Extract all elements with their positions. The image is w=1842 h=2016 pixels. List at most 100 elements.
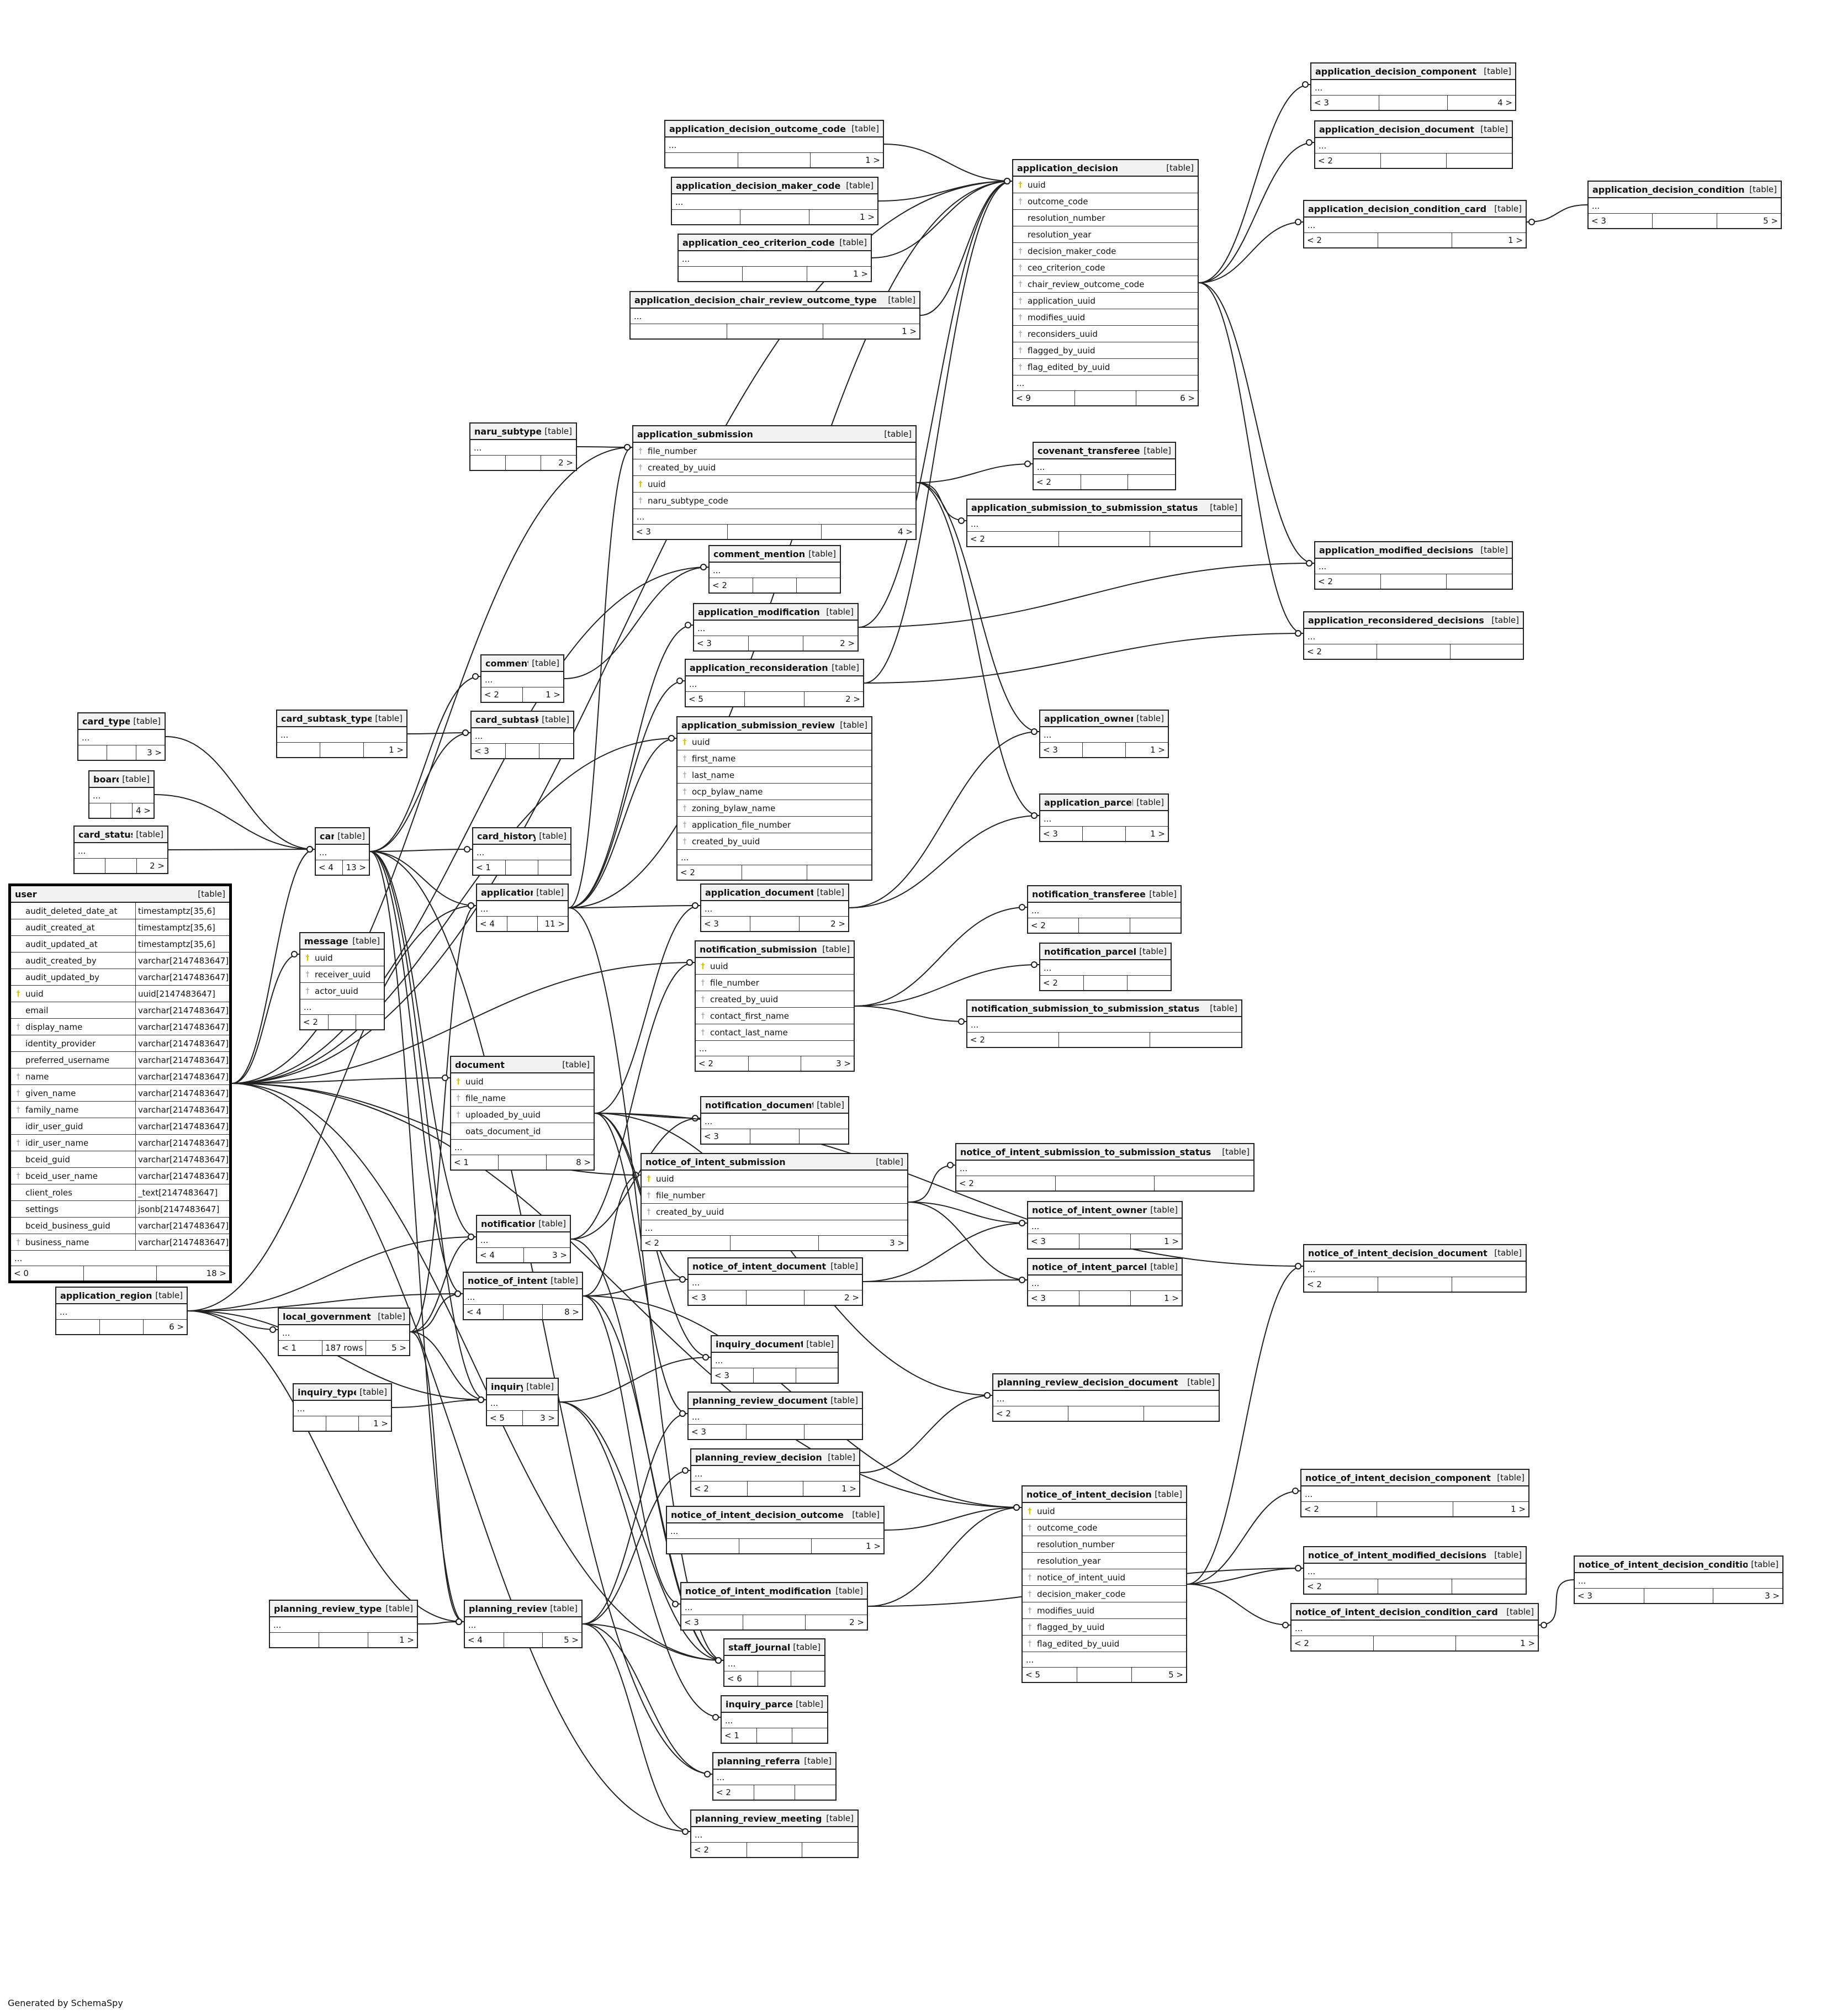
table-comment-mention[interactable]: comment_mention[table]...< 2	[708, 545, 841, 594]
table-name[interactable]: card_type	[82, 716, 130, 727]
children-count[interactable]: 1 >	[399, 1635, 414, 1645]
table-name[interactable]: application_decision_outcome_code	[669, 123, 846, 134]
children-count[interactable]: 2 >	[845, 694, 860, 704]
table-name[interactable]: planning_review_type	[274, 1603, 382, 1614]
parents-count[interactable]	[75, 859, 106, 873]
parents-count[interactable]: < 2	[993, 1406, 1069, 1421]
table-card-subtask-type[interactable]: card_subtask_type[table]...1 >	[276, 710, 407, 758]
row-count[interactable]	[1084, 976, 1128, 990]
children-count[interactable]: 1 >	[389, 745, 404, 755]
children-count[interactable]	[1451, 644, 1523, 659]
parents-count[interactable]	[679, 267, 743, 281]
table-name[interactable]: inquiry_document	[716, 1338, 803, 1350]
column-row[interactable]: †chair_review_outcome_code	[1013, 276, 1198, 293]
children-count[interactable]: 1 >	[841, 1484, 857, 1494]
column-row[interactable]: †decision_maker_code	[1013, 243, 1198, 260]
table-name[interactable]: application_decision_chair_review_outcom…	[634, 294, 877, 305]
parents-count[interactable]: < 2	[1315, 574, 1381, 589]
children-count[interactable]: 2 >	[849, 1617, 864, 1627]
children-count[interactable]: 13 >	[346, 863, 366, 872]
table-name[interactable]: application_decision_document	[1319, 124, 1475, 135]
table-name[interactable]: notification_submission	[700, 944, 817, 955]
row-count[interactable]	[1374, 1636, 1456, 1650]
table-name[interactable]: notice_of_intent_submission_to_submissio…	[960, 1146, 1211, 1157]
parents-count[interactable]: < 2	[642, 1236, 731, 1250]
children-count[interactable]: 1 >	[1164, 1236, 1179, 1246]
column-row[interactable]: †modifies_uuid	[1023, 1602, 1186, 1619]
parents-count[interactable]: < 3	[694, 636, 749, 650]
table-name[interactable]: notification_transferee	[1032, 888, 1146, 899]
row-count[interactable]	[499, 1155, 547, 1170]
parents-count[interactable]: < 2	[1301, 1502, 1378, 1516]
children-count[interactable]: 11 >	[544, 919, 565, 929]
parents-count[interactable]: < 1	[722, 1728, 757, 1743]
row-count[interactable]	[1077, 1668, 1132, 1682]
children-count[interactable]: 1 >	[865, 155, 881, 165]
row-count[interactable]	[1378, 233, 1452, 247]
children-count[interactable]: 4 >	[1497, 98, 1512, 108]
row-count[interactable]	[747, 1425, 804, 1439]
table-name[interactable]: application	[481, 887, 533, 898]
parents-count[interactable]: < 5	[686, 692, 745, 706]
table-name[interactable]: planning_review_meeting	[695, 1813, 822, 1824]
row-count[interactable]	[1075, 391, 1137, 405]
table-planning-review-decision-document[interactable]: planning_review_decision_document[table]…	[992, 1373, 1220, 1422]
table-notice-of-intent-decision-condition-card[interactable]: notice_of_intent_decision_condition_card…	[1290, 1603, 1539, 1652]
column-row[interactable]: †notice_of_intent_uuid	[1023, 1569, 1186, 1586]
children-count[interactable]: 1 >	[860, 212, 875, 222]
row-count[interactable]	[745, 692, 804, 706]
table-inquiry-type[interactable]: inquiry_type[table]...1 >	[293, 1383, 392, 1432]
table-name[interactable]: local_government	[283, 1311, 371, 1322]
table-name[interactable]: application_region	[60, 1290, 152, 1301]
children-count[interactable]: 1 >	[1150, 829, 1165, 839]
table-name[interactable]: card_subtask_type	[281, 713, 372, 724]
children-count[interactable]	[807, 865, 871, 880]
row-count[interactable]	[1081, 475, 1129, 489]
row-count[interactable]	[329, 1015, 357, 1029]
table-name[interactable]: notice_of_intent_decision_condition	[1579, 1559, 1748, 1570]
column-row[interactable]: †application_uuid	[1013, 293, 1198, 309]
children-count[interactable]	[1155, 1176, 1253, 1190]
parents-count[interactable]: < 2	[710, 578, 753, 592]
children-count[interactable]	[1452, 1579, 1526, 1594]
children-count[interactable]	[800, 1129, 848, 1144]
row-count[interactable]	[84, 1266, 157, 1280]
column-row[interactable]: †created_by_uuid	[677, 833, 871, 850]
table-card-history[interactable]: card_history[table]...< 1	[472, 827, 571, 876]
table-name[interactable]: application_decision_maker_code	[676, 180, 841, 191]
row-count[interactable]	[754, 1368, 796, 1383]
row-count[interactable]	[111, 803, 133, 818]
parents-count[interactable]: < 1	[279, 1341, 322, 1355]
parents-count[interactable]: < 2	[713, 1785, 754, 1800]
table-application-region[interactable]: application_region[table]...6 >	[55, 1287, 188, 1335]
row-count[interactable]	[1377, 644, 1451, 659]
table-name[interactable]: covenant_transferee	[1038, 445, 1140, 456]
parents-count[interactable]: < 3	[472, 744, 506, 758]
table-card-status[interactable]: card_status[table]...2 >	[73, 826, 168, 874]
table-name[interactable]: comment_mention	[713, 548, 806, 559]
table-application-decision-condition-card[interactable]: application_decision_condition_card[tabl…	[1303, 200, 1527, 248]
children-count[interactable]	[1447, 154, 1512, 168]
column-row[interactable]: †zoning_bylaw_name	[677, 800, 871, 817]
parents-count[interactable]: < 3	[1311, 96, 1380, 110]
parents-count[interactable]: < 4	[477, 1248, 524, 1262]
parents-count[interactable]: < 1	[451, 1155, 499, 1170]
column-row[interactable]: †uuid	[696, 958, 854, 975]
parents-count[interactable]	[665, 153, 738, 167]
children-count[interactable]: 1 >	[853, 269, 868, 279]
parents-count[interactable]: < 2	[1291, 1636, 1374, 1650]
parents-count[interactable]: < 5	[1023, 1668, 1077, 1682]
table-name[interactable]: application_submission_review	[681, 719, 835, 731]
parents-count[interactable]	[56, 1320, 100, 1334]
